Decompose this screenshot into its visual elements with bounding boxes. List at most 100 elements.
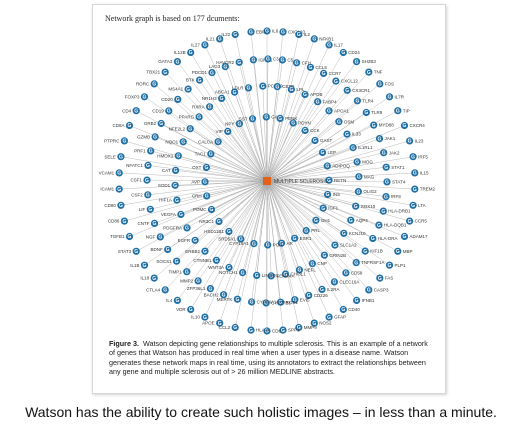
hub-node[interactable]: MULTIPLE SCLEROSIS bbox=[263, 177, 329, 185]
